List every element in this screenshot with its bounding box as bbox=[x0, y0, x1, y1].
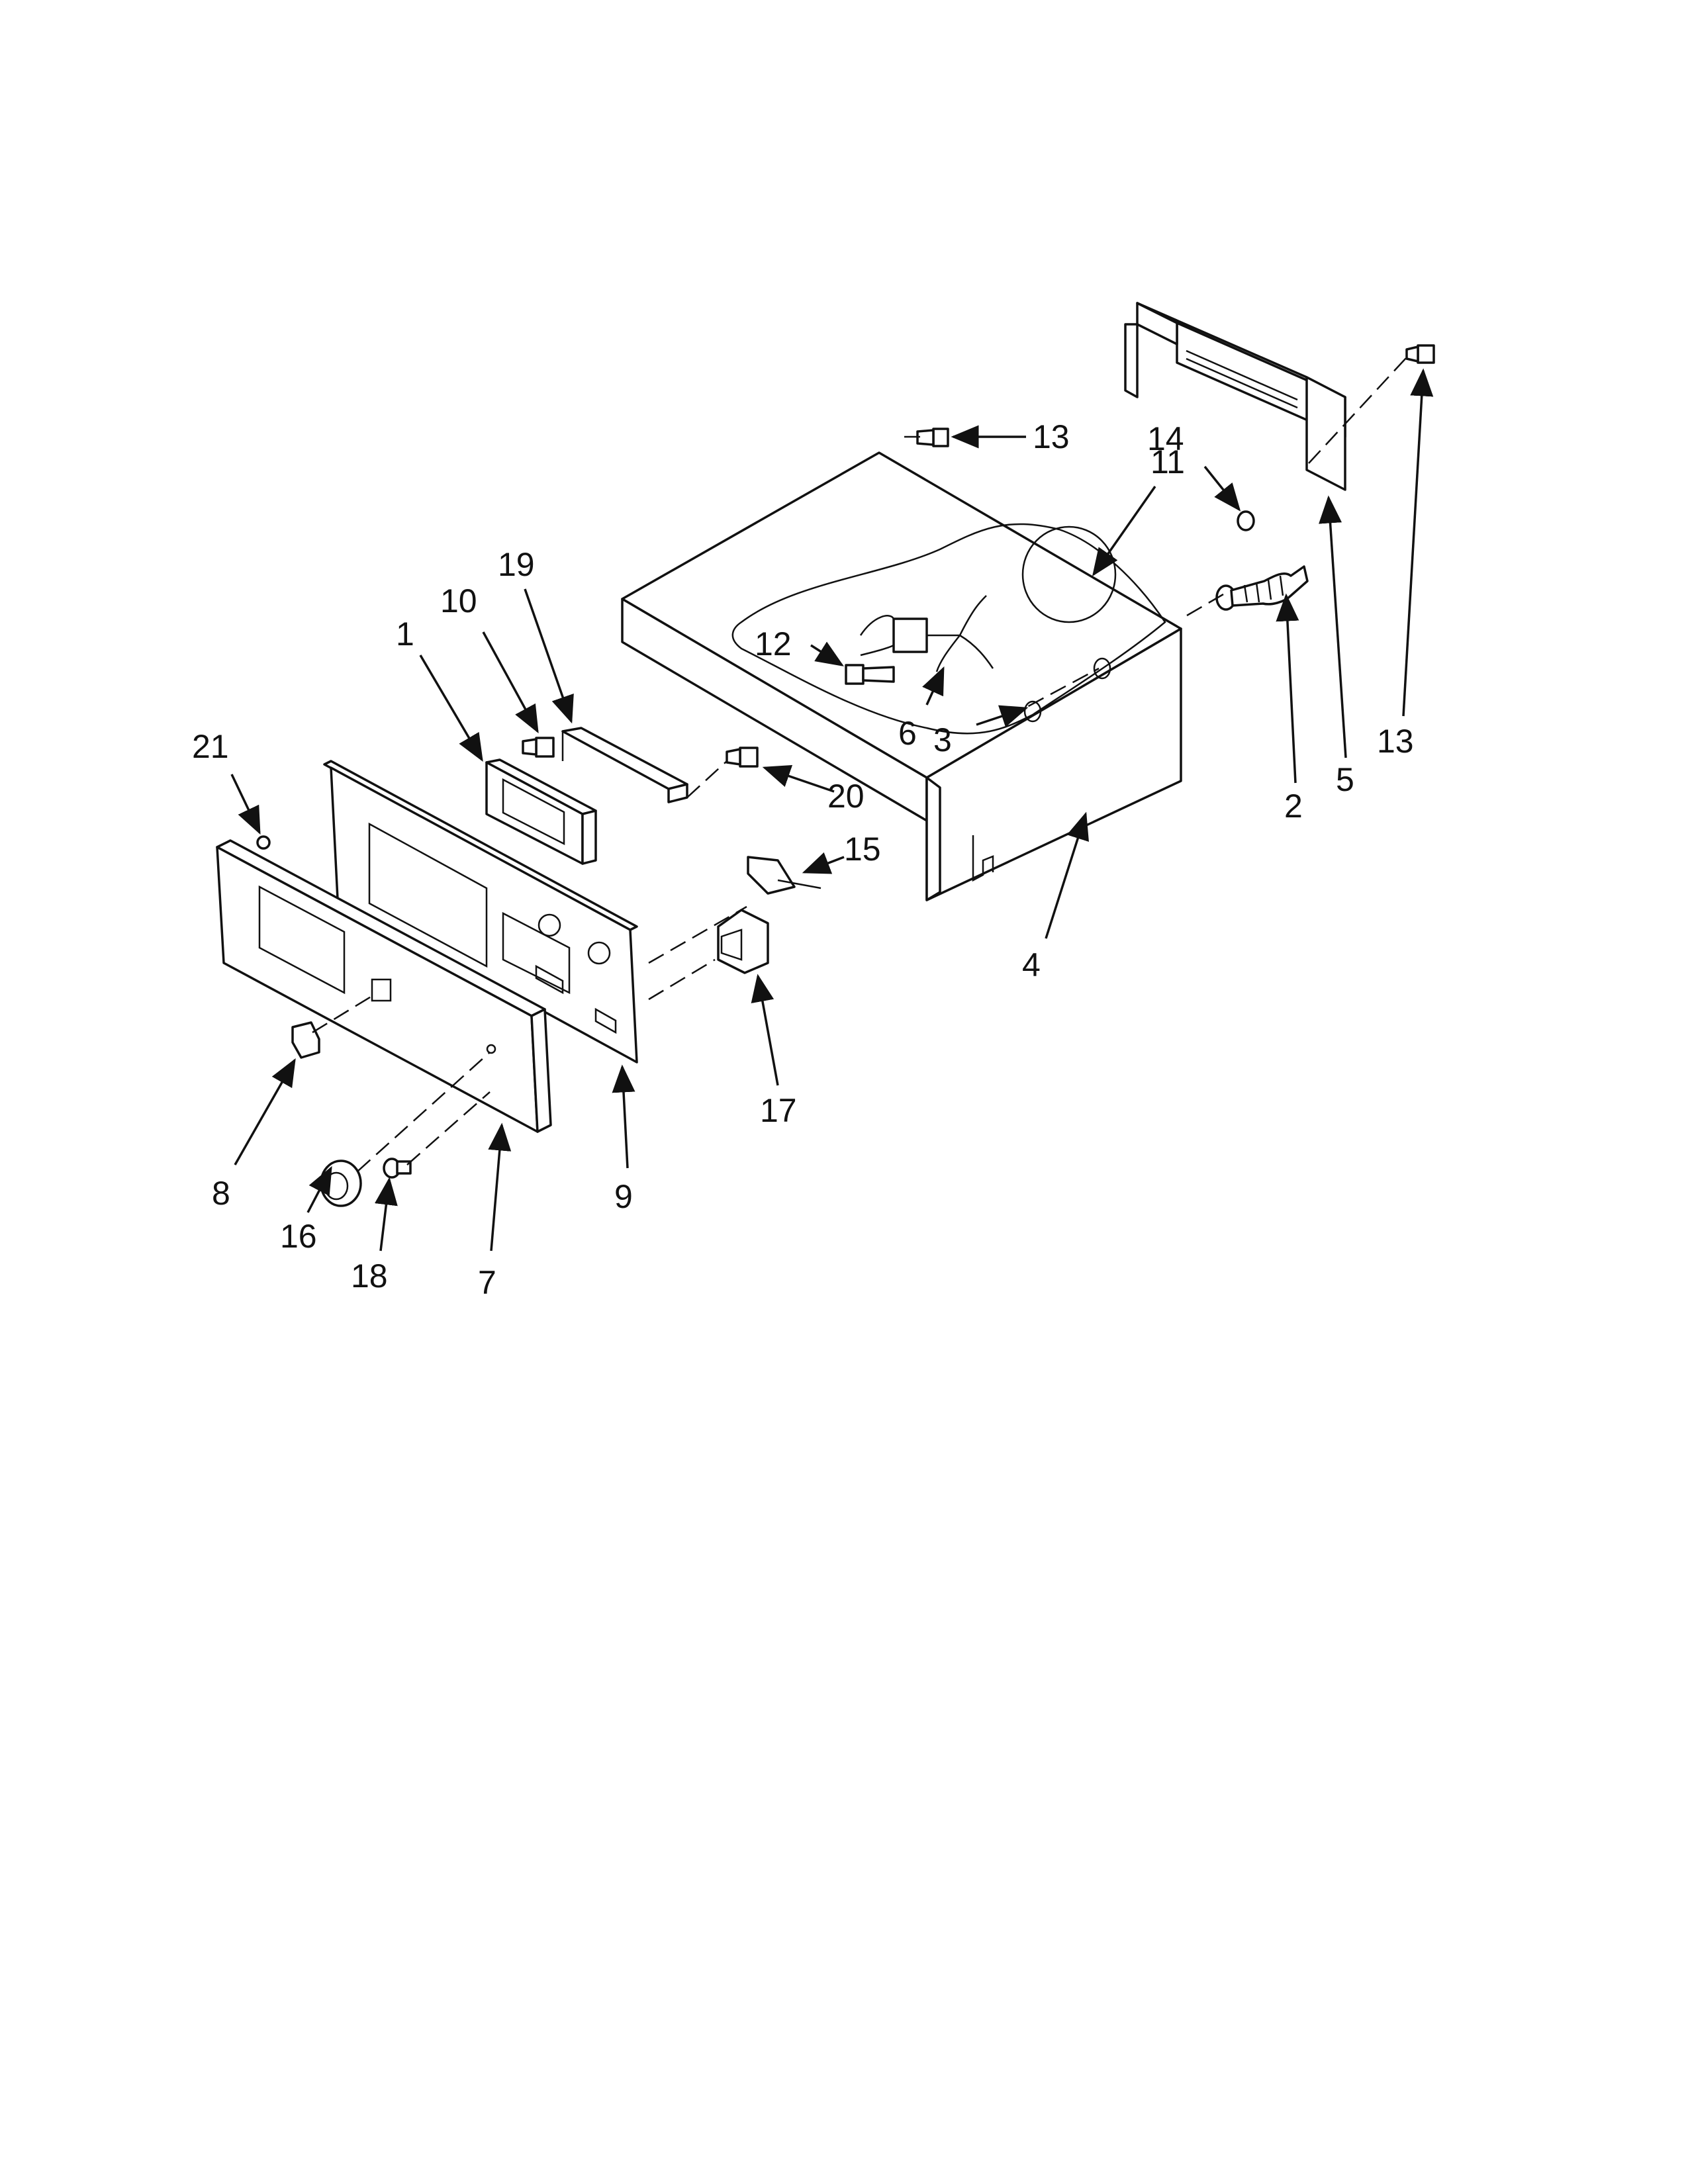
callout-21: 21 bbox=[192, 728, 229, 765]
control-panel-plate-part bbox=[323, 760, 638, 1064]
callout-8: 8 bbox=[212, 1175, 230, 1212]
leader-14 bbox=[1203, 465, 1241, 512]
leader-3 bbox=[976, 705, 1029, 727]
callout-12: 12 bbox=[755, 625, 792, 662]
clip-ring-part bbox=[1237, 510, 1255, 531]
leader-19 bbox=[524, 588, 574, 724]
callout-19: 19 bbox=[498, 546, 535, 583]
callout-10: 10 bbox=[440, 582, 477, 619]
leader-8 bbox=[234, 1058, 296, 1165]
leader-2 bbox=[1276, 593, 1299, 784]
leader-15 bbox=[802, 852, 845, 874]
screw-13-right-part bbox=[1405, 344, 1435, 364]
main-housing-part bbox=[621, 451, 1182, 901]
leader-10 bbox=[482, 631, 539, 734]
leader-20 bbox=[762, 764, 835, 793]
leader-18 bbox=[375, 1177, 398, 1251]
callout-16: 16 bbox=[280, 1218, 317, 1255]
screw-20-part bbox=[726, 747, 759, 768]
rocker-switch-part bbox=[291, 1021, 320, 1059]
callout-15: 15 bbox=[844, 831, 881, 868]
leader-11 bbox=[1092, 485, 1156, 576]
screw-10-part bbox=[522, 737, 555, 758]
alignment-lines bbox=[312, 357, 1407, 1172]
leader-5 bbox=[1319, 495, 1347, 758]
callout-6: 6 bbox=[898, 715, 917, 752]
callout-labels: 1 2 3 4 5 6 7 8 9 10 11 12 13 13 14 15 1… bbox=[192, 418, 1414, 1301]
callout-3: 3 bbox=[933, 721, 952, 758]
leader-16 bbox=[306, 1165, 332, 1213]
callout-4: 4 bbox=[1022, 946, 1041, 983]
callout-11: 11 bbox=[1150, 443, 1185, 480]
fan-motor-part bbox=[859, 595, 994, 672]
grommet-part bbox=[256, 835, 271, 850]
front-panel-part bbox=[216, 839, 552, 1133]
leader-4 bbox=[1045, 811, 1089, 939]
leader-lines bbox=[230, 368, 1434, 1251]
leader-1 bbox=[419, 655, 483, 762]
screw-13-left-part bbox=[916, 428, 949, 447]
callout-18: 18 bbox=[351, 1257, 388, 1295]
leader-9 bbox=[612, 1064, 635, 1169]
trim-strip-part bbox=[561, 727, 688, 803]
callout-17: 17 bbox=[760, 1092, 797, 1129]
leader-6 bbox=[922, 666, 945, 705]
callout-7: 7 bbox=[478, 1264, 496, 1301]
callout-2: 2 bbox=[1284, 788, 1303, 825]
callout-13-right: 13 bbox=[1377, 723, 1414, 760]
callout-14: 14 bbox=[1147, 420, 1184, 457]
leader-13-right bbox=[1402, 368, 1434, 717]
control-board-part bbox=[485, 758, 597, 865]
leader-21 bbox=[230, 774, 261, 835]
thermostat-part bbox=[747, 856, 821, 895]
callout-5: 5 bbox=[1336, 761, 1354, 798]
knob-shaft-part bbox=[383, 1158, 412, 1179]
leader-7 bbox=[488, 1122, 512, 1251]
rear-vent-bracket-part bbox=[1124, 302, 1346, 491]
callout-9: 9 bbox=[614, 1178, 633, 1215]
knob-part bbox=[320, 1160, 362, 1207]
screw-12-part bbox=[845, 664, 895, 685]
leader-12 bbox=[810, 641, 844, 666]
leader-17 bbox=[751, 974, 779, 1086]
callout-20: 20 bbox=[827, 778, 865, 815]
callout-1: 1 bbox=[396, 615, 414, 653]
callout-13-left: 13 bbox=[1033, 418, 1070, 455]
terminal-block-part bbox=[1215, 565, 1309, 611]
